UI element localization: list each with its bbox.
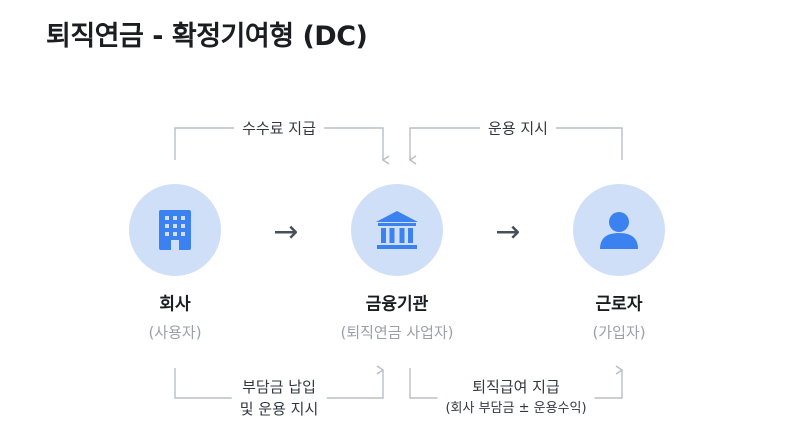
page-title: 퇴직연금 - 확정기여형 (DC) [46,21,368,52]
company-role: (사용자) [148,323,202,342]
arrow-right-icon: → [495,214,521,250]
deposit-label-line2: 및 운용 지시 [239,400,319,418]
company-name: 회사 [159,294,191,315]
payout-label: 퇴직급여 지급 (회사 부담금 ± 운용수익) [437,376,595,420]
payout-label-line1: 퇴직급여 지급 [472,378,560,396]
bank-icon [376,211,418,249]
payout-label-line2: (회사 부담금 ± 운용수익) [445,401,587,416]
building-icon [159,210,191,250]
worker-role: (가입자) [592,323,646,342]
deposit-label-line1: 부담금 납입 [242,378,316,396]
fee-label: 수수료 지급 [234,117,324,139]
deposit-label: 부담금 납입 및 운용 지시 [231,376,327,420]
worker-node [573,184,665,276]
arrow-right-icon: → [273,214,299,250]
bank-node [351,184,443,276]
company-node [129,184,221,276]
instruction-label: 운용 지시 [480,117,556,139]
bank-role: (퇴직연금 사업자) [340,323,454,342]
worker-name: 근로자 [595,294,643,315]
bank-name: 금융기관 [365,294,429,315]
person-icon [600,212,638,249]
